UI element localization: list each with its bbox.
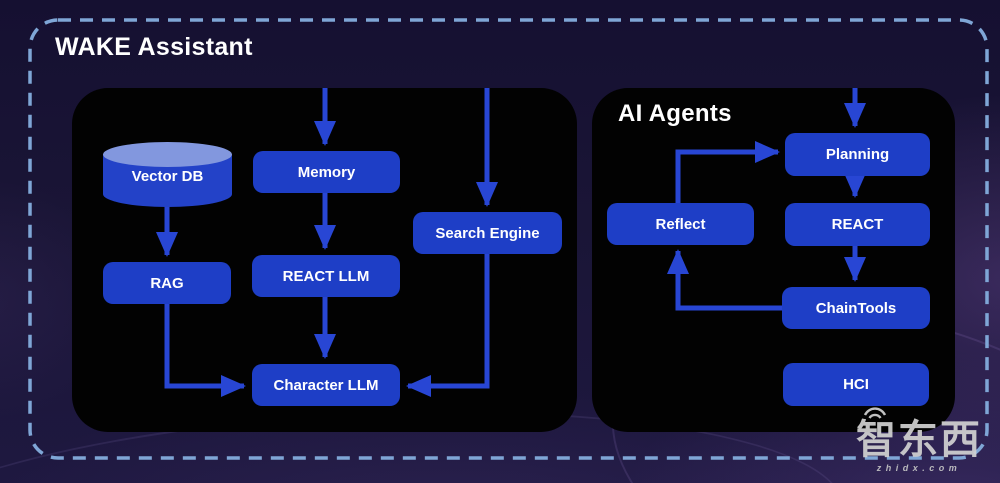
node-react: REACT bbox=[785, 203, 930, 246]
node-react-llm: REACT LLM bbox=[252, 255, 400, 297]
node-label: REACT bbox=[831, 216, 884, 233]
node-memory: Memory bbox=[253, 151, 400, 193]
wifi-icon bbox=[863, 407, 887, 419]
node-label: Memory bbox=[297, 163, 356, 181]
node-label: Planning bbox=[825, 146, 890, 163]
watermark-site-text: zhidx.com bbox=[876, 463, 962, 473]
node-character-llm: Character LLM bbox=[252, 364, 400, 406]
node-label: Search Engine bbox=[435, 224, 540, 242]
node-rag: RAG bbox=[103, 262, 231, 304]
page-title: WAKE Assistant bbox=[55, 33, 253, 61]
node-label: Reflect bbox=[655, 215, 706, 233]
node-label: RAG bbox=[150, 274, 184, 292]
node-label: ChainTools bbox=[815, 299, 897, 317]
node-search-engine: Search Engine bbox=[413, 212, 562, 254]
node-chaintools: ChainTools bbox=[782, 287, 930, 329]
node-reflect: Reflect bbox=[607, 203, 754, 245]
node-vector-db: Vector DB bbox=[103, 142, 232, 207]
node-label: HCI bbox=[843, 376, 869, 393]
node-label: Character LLM bbox=[273, 376, 379, 394]
node-label: REACT LLM bbox=[282, 267, 370, 285]
watermark-logo-text: 智东西 bbox=[856, 418, 982, 462]
cylinder-top bbox=[103, 142, 232, 167]
node-hci: HCI bbox=[783, 363, 929, 406]
node-planning: Planning bbox=[785, 133, 930, 176]
node-label: Vector DB bbox=[131, 168, 204, 185]
watermark: 智东西 zhidx.com bbox=[856, 407, 982, 473]
ai-agents-title: AI Agents bbox=[618, 100, 732, 127]
